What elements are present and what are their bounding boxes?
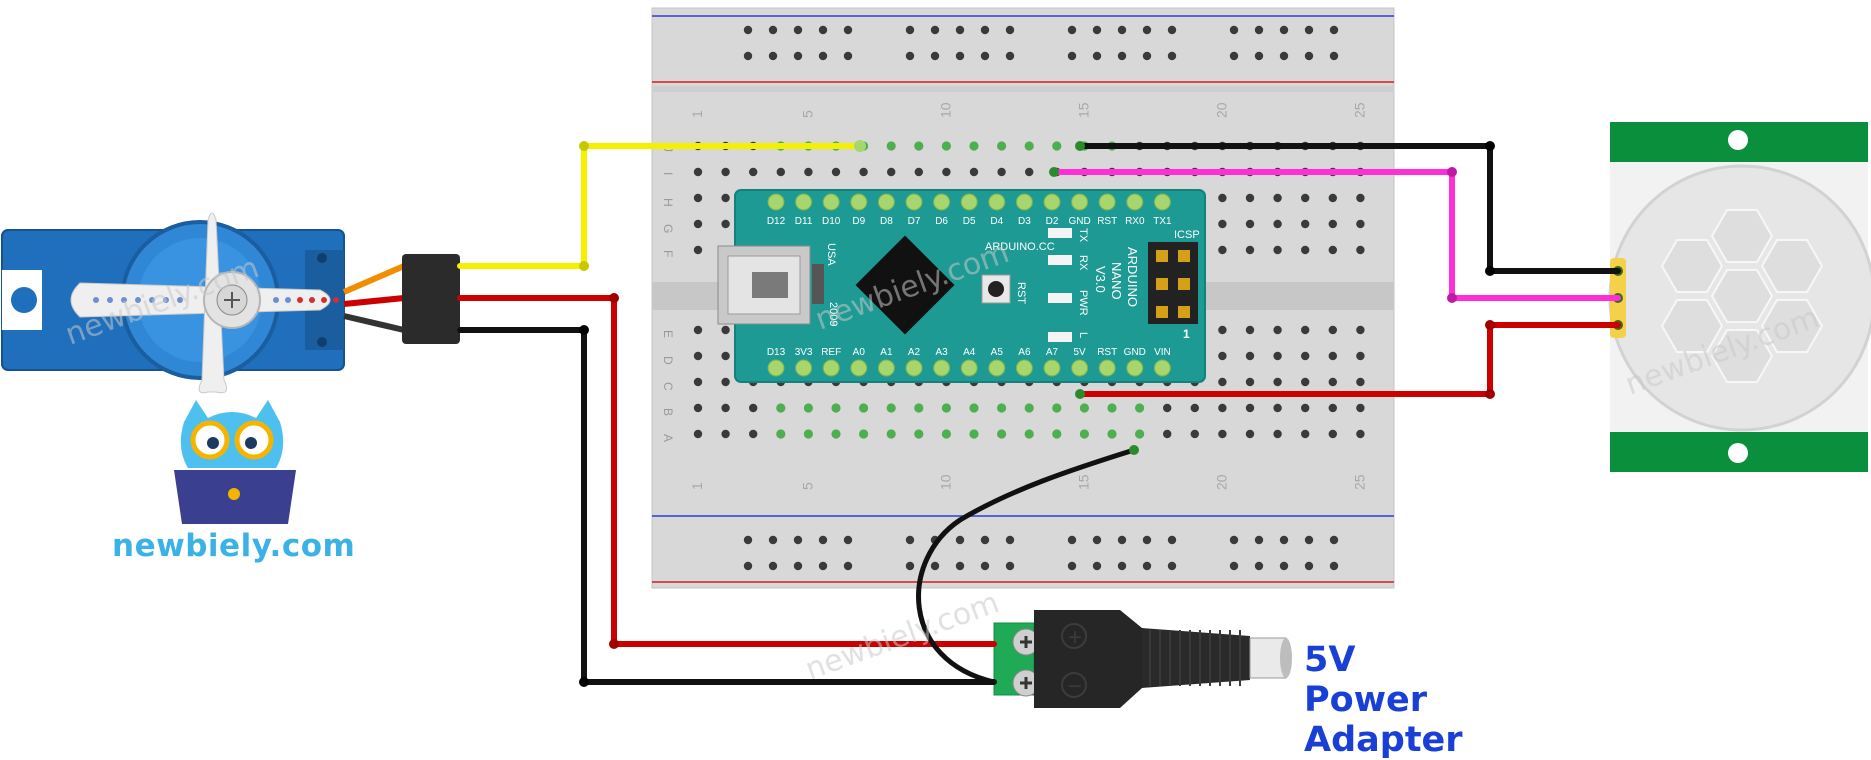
pin-label-top: D3 [1018,216,1031,227]
led-label-tx: TX [1077,228,1089,243]
wire-pir-ground [1077,143,1621,274]
pin-label-top: D4 [990,216,1003,227]
servo-connector [402,254,460,344]
pin-label-top: D5 [963,216,976,227]
column-number-bottom-10: 10 [937,474,953,490]
led-label-rx: RX [1077,255,1089,271]
model-line-1: ARDUINO [1125,247,1140,307]
led-label-l: L [1077,332,1089,338]
column-number-top-10: 10 [937,102,953,118]
wire-servo-signal [457,143,863,269]
pin-label-bottom: 5V [1073,347,1086,358]
pin-label-top: RST [1097,216,1117,227]
led-tx [1048,228,1072,238]
pin-label-top: TX1 [1153,216,1172,227]
column-number-top-1: 1 [689,110,705,118]
arduino-site-label: ARDUINO.CC [985,241,1055,253]
pir-motion-sensor [1608,122,1871,472]
servo-motor [1,212,460,394]
row-letter-e: E [661,330,675,338]
owl-logo [174,400,296,524]
row-letter-i: I [661,172,675,175]
plus-marking: + [1067,626,1083,648]
pin-label-bottom: A6 [1018,347,1031,358]
pin-label-top: D12 [767,216,786,227]
wires [457,140,1621,687]
pin-label-top: RX0 [1125,216,1145,227]
led-pwr [1048,293,1072,303]
pin-label-bottom: VIN [1154,347,1171,358]
column-number-bottom-25: 25 [1351,474,1367,490]
pin-label-bottom: A7 [1046,347,1059,358]
wire-servo-power [457,295,997,647]
pin-label-bottom: RST [1097,347,1117,358]
pin-label-bottom: A0 [853,347,866,358]
wire-pir-power [1077,322,1621,397]
pin-label-top: D11 [795,216,813,227]
pin-label-top: D10 [822,216,841,227]
row-letter-f: F [661,250,675,257]
pin-label-bottom: A2 [908,347,921,358]
microcontroller-chip [855,235,955,335]
pin-label-bottom: A3 [935,347,948,358]
led-l [1048,332,1072,342]
column-number-bottom-15: 15 [1075,474,1091,490]
dc-power-jack: + − [993,610,1292,708]
wire-adapter-ground-to-board [916,447,1137,685]
column-number-top-5: 5 [799,110,815,118]
led-label-pwr: PWR [1077,290,1089,316]
column-number-bottom-5: 5 [799,482,815,490]
minus-marking: − [1067,675,1083,697]
arduino-pins [767,141,1171,439]
led-rx [1048,255,1072,265]
pin-label-bottom: A4 [963,347,976,358]
column-number-top-15: 15 [1075,102,1091,118]
row-letter-c: C [661,382,675,391]
model-line-2: NANO [1109,262,1124,300]
row-letter-g: G [661,224,675,233]
pin-label-bottom: A1 [880,347,893,358]
row-letter-a: A [661,434,675,442]
wire-pir-output [1051,169,1621,301]
row-letter-b: B [661,408,675,416]
model-line-3: V3.0 [1093,266,1108,293]
pin-label-top: GND [1068,216,1090,227]
column-number-bottom-20: 20 [1213,474,1229,490]
pin-label-bottom: A5 [991,347,1004,358]
pin-label-bottom: D13 [767,347,786,358]
reset-button [981,274,1011,304]
column-number-bottom-1: 1 [689,482,705,490]
wire-servo-ground [457,327,997,685]
row-letter-d: D [661,356,675,365]
pin-label-top: D6 [935,216,948,227]
pin-label-top: D8 [880,216,893,227]
rst-button-label: RST [1015,282,1027,304]
icsp-header [1148,242,1198,324]
icsp-label: ICSP [1174,229,1200,241]
pir-fresnel-lens [1660,209,1824,383]
pin-label-top: D7 [908,216,921,227]
pin-label-top: D2 [1046,216,1059,227]
pin-label-bottom: GND [1124,347,1146,358]
watermark-adapter: newbiely.com [801,585,1004,687]
icsp-pin-one-label: 1 [1183,327,1190,341]
brand-site-label: newbiely.com [112,528,356,564]
column-number-top-25: 25 [1351,102,1367,118]
year-label: 2009 [827,302,839,326]
servo-horn [70,212,339,394]
row-letter-h: H [661,198,675,207]
pin-label-top: D9 [852,216,865,227]
pin-label-bottom: REF [821,347,841,358]
pin-label-bottom: 3V3 [795,347,813,358]
usb-connector [717,245,824,325]
usa-label: USA [825,243,837,266]
power-adapter-label: 5V Power Adapter [1304,640,1463,760]
column-number-top-20: 20 [1213,102,1229,118]
